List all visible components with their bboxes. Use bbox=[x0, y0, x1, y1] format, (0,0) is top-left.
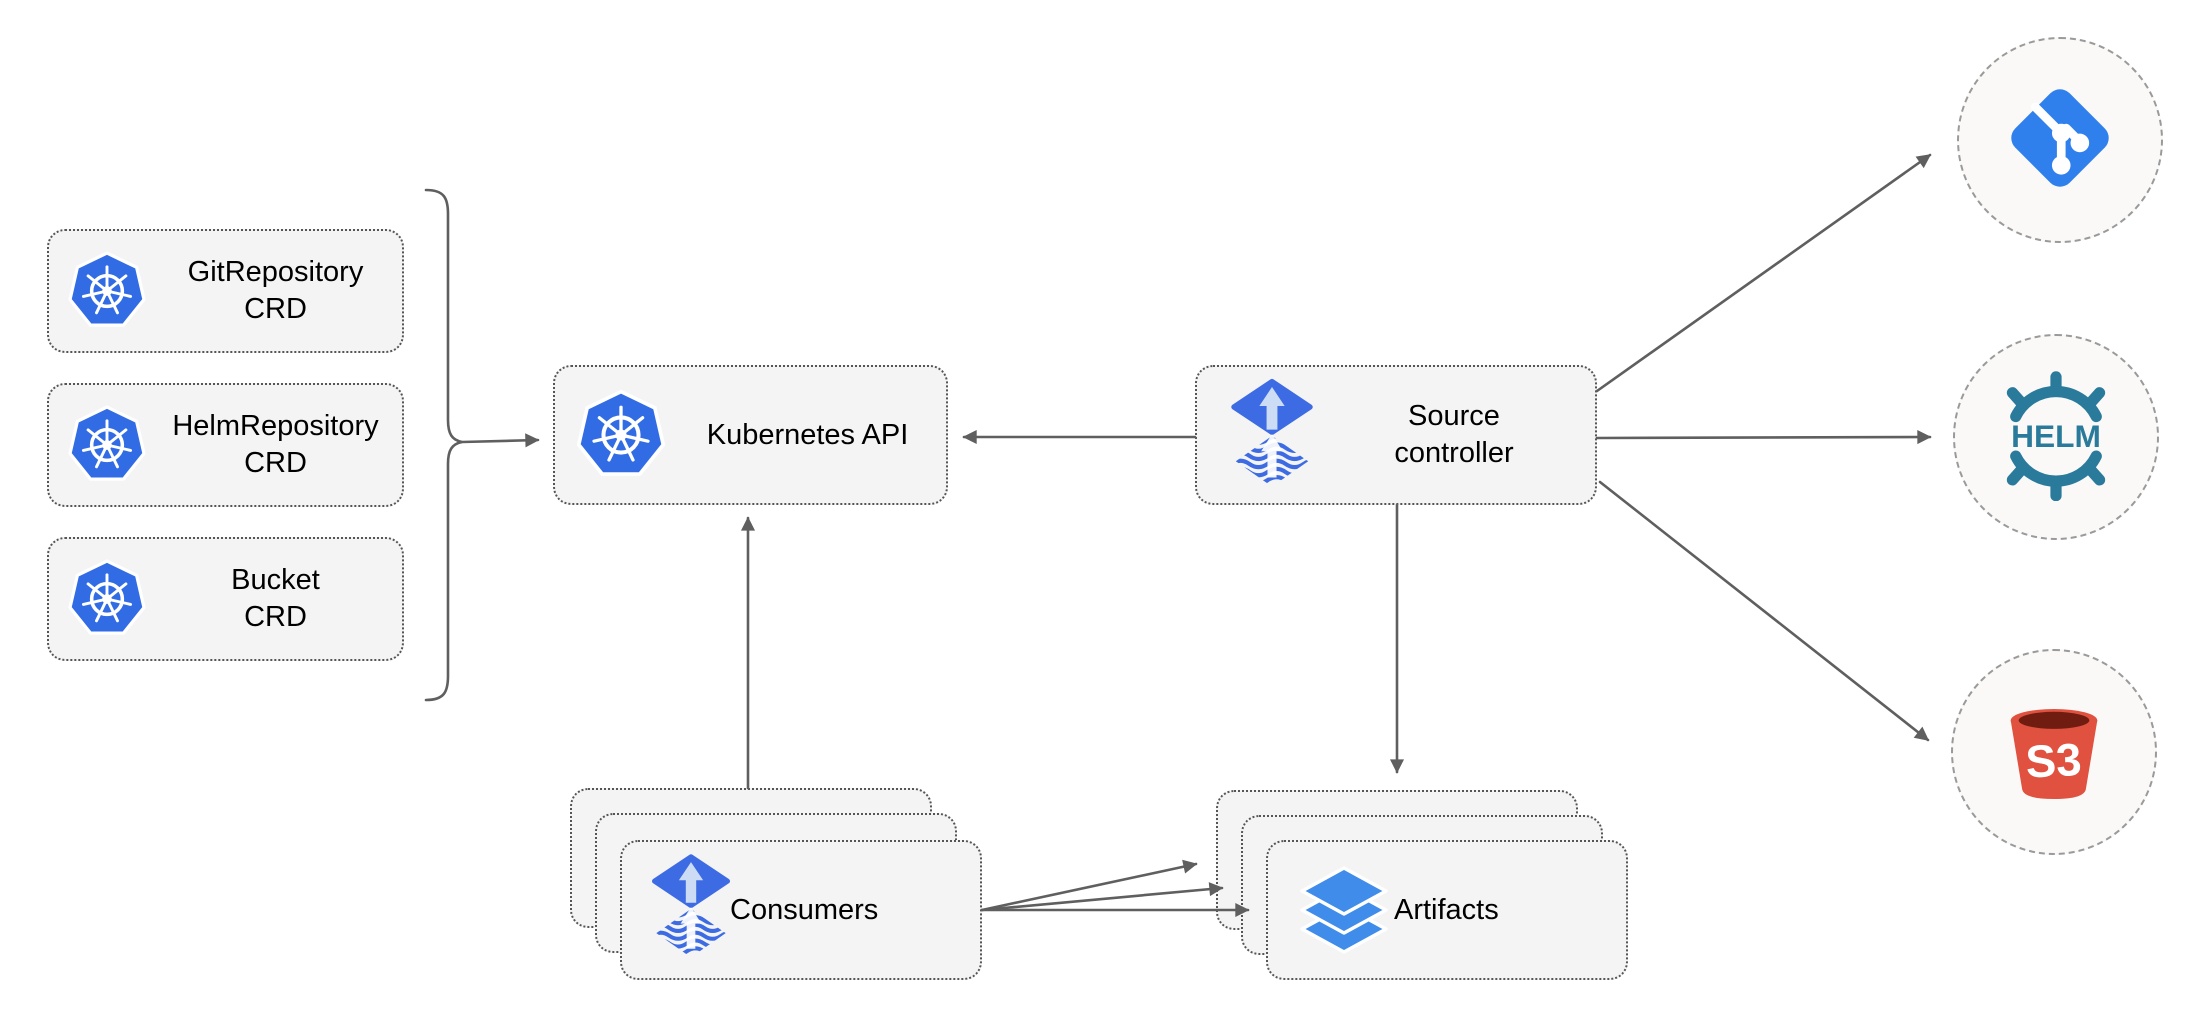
crd-box-helmrepository: HelmRepository CRD bbox=[47, 383, 404, 507]
arrow-crds-to-kubernetes-api bbox=[460, 433, 540, 448]
crd-label: HelmRepository bbox=[172, 410, 379, 443]
kubernetes-icon bbox=[65, 249, 149, 333]
arrow-source-controller-to-s3 bbox=[1598, 480, 1930, 742]
helm-source-circle: HELM bbox=[1953, 334, 2159, 540]
crd-sublabel: CRD bbox=[244, 293, 307, 325]
crd-group-brace bbox=[424, 188, 463, 702]
helm-logo-text: HELM bbox=[2011, 417, 2101, 453]
artifacts-box-front: Artifacts bbox=[1266, 840, 1628, 980]
artifacts-label: Artifacts bbox=[1394, 893, 1499, 926]
arrow-source-controller-to-git bbox=[1595, 153, 1932, 393]
consumers-label: Consumers bbox=[730, 893, 879, 926]
flux-icon bbox=[652, 853, 730, 968]
source-controller-box: Source controller bbox=[1195, 365, 1597, 505]
consumers-box-front: Consumers bbox=[620, 840, 982, 980]
flux-icon bbox=[1231, 378, 1313, 492]
crd-sublabel: CRD bbox=[244, 447, 307, 479]
s3-source-circle: S3 bbox=[1951, 649, 2157, 855]
crd-box-gitrepository: GitRepository CRD bbox=[47, 229, 404, 353]
artifacts-stack: Artifacts bbox=[1216, 790, 1636, 990]
s3-logo-text: S3 bbox=[2024, 733, 2082, 787]
kubernetes-icon bbox=[65, 557, 149, 641]
crd-box-bucket: Bucket CRD bbox=[47, 537, 404, 661]
arrow-consumers-to-artifacts-back bbox=[980, 859, 1198, 912]
crd-label: GitRepository bbox=[187, 256, 364, 289]
layers-icon bbox=[1294, 860, 1394, 961]
arrow-consumers-to-artifacts-middle bbox=[980, 882, 1224, 912]
arrow-source-controller-to-helm bbox=[1595, 429, 1932, 445]
consumers-stack: Consumers bbox=[570, 788, 990, 988]
kubernetes-icon bbox=[573, 387, 669, 483]
git-source-circle bbox=[1957, 37, 2163, 243]
source-controller-label-line1: Source bbox=[1408, 400, 1500, 433]
source-controller-label-line2: controller bbox=[1394, 437, 1514, 469]
helm-icon: HELM bbox=[1990, 369, 2122, 506]
s3-bucket-icon: S3 bbox=[1994, 693, 2114, 812]
git-icon bbox=[1998, 76, 2122, 205]
kubernetes-api-box: Kubernetes API bbox=[553, 365, 948, 505]
kubernetes-api-label: Kubernetes API bbox=[706, 418, 909, 451]
kubernetes-icon bbox=[65, 403, 149, 487]
crd-label: Bucket bbox=[231, 564, 320, 597]
crd-sublabel: CRD bbox=[244, 601, 307, 633]
